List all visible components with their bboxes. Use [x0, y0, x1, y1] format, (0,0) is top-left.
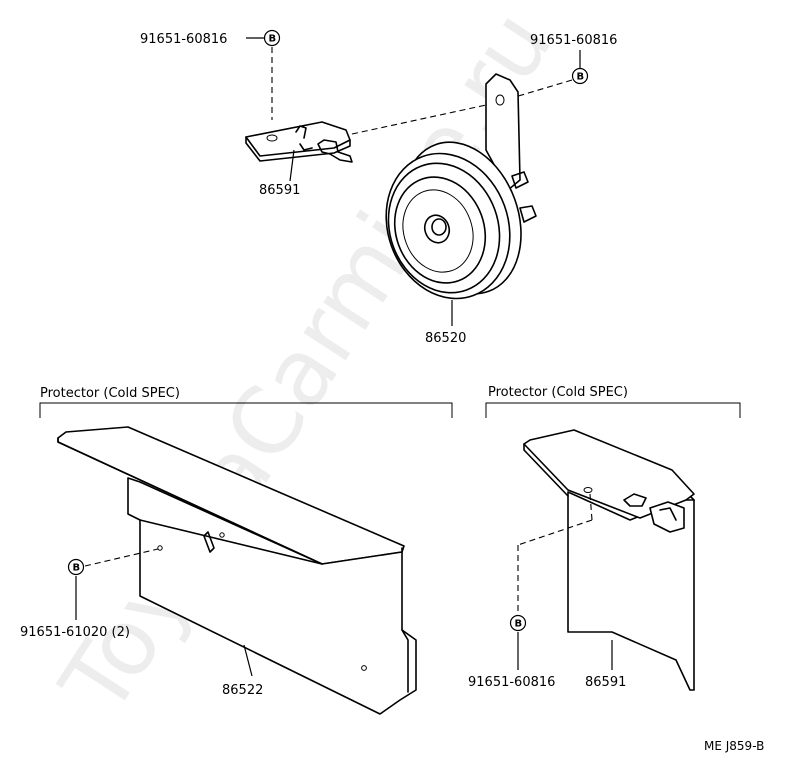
- section-left-protector: Protector (Cold SPEC) B 91651-61020 (2) …: [20, 386, 453, 715]
- bolt-marker-letter: B: [269, 34, 277, 45]
- horn-bracket-top: 86591: [245, 121, 353, 198]
- bolt-marker-icon: [67, 558, 85, 576]
- bolt-marker-icon: [571, 67, 589, 85]
- horn: 86520: [385, 73, 537, 346]
- part-number-protector-left: 86522: [222, 683, 263, 698]
- part-number-bolt-right-protector: 91651-60816: [468, 675, 555, 690]
- bolt-callout-top-right: 91651-60816 B: [504, 33, 617, 101]
- bolt-callout-top-left: 91651-60816 B: [140, 29, 281, 120]
- bolt-marker-icon: [263, 29, 281, 47]
- part-number-bolt-left-protector: 91651-61020 (2): [20, 625, 130, 640]
- part-number-bracket-right: 86591: [585, 675, 626, 690]
- section-title-left: Protector (Cold SPEC): [40, 386, 180, 401]
- bolt-marker-letter: B: [73, 563, 81, 574]
- part-number-bracket-top: 86591: [259, 183, 300, 198]
- bolt-marker-letter: B: [515, 619, 523, 630]
- section-title-right: Protector (Cold SPEC): [488, 385, 628, 400]
- bolt-marker-letter: B: [577, 72, 585, 83]
- part-number-bolt-top-left: 91651-60816: [140, 32, 227, 47]
- bolt-marker-icon: [509, 614, 527, 632]
- figure-code: ME J859-B: [704, 739, 764, 753]
- section-right-protector: Protector (Cold SPEC) B 91651-60816 8659…: [468, 385, 741, 691]
- part-number-bolt-top-right: 91651-60816: [530, 33, 617, 48]
- part-number-horn: 86520: [425, 331, 466, 346]
